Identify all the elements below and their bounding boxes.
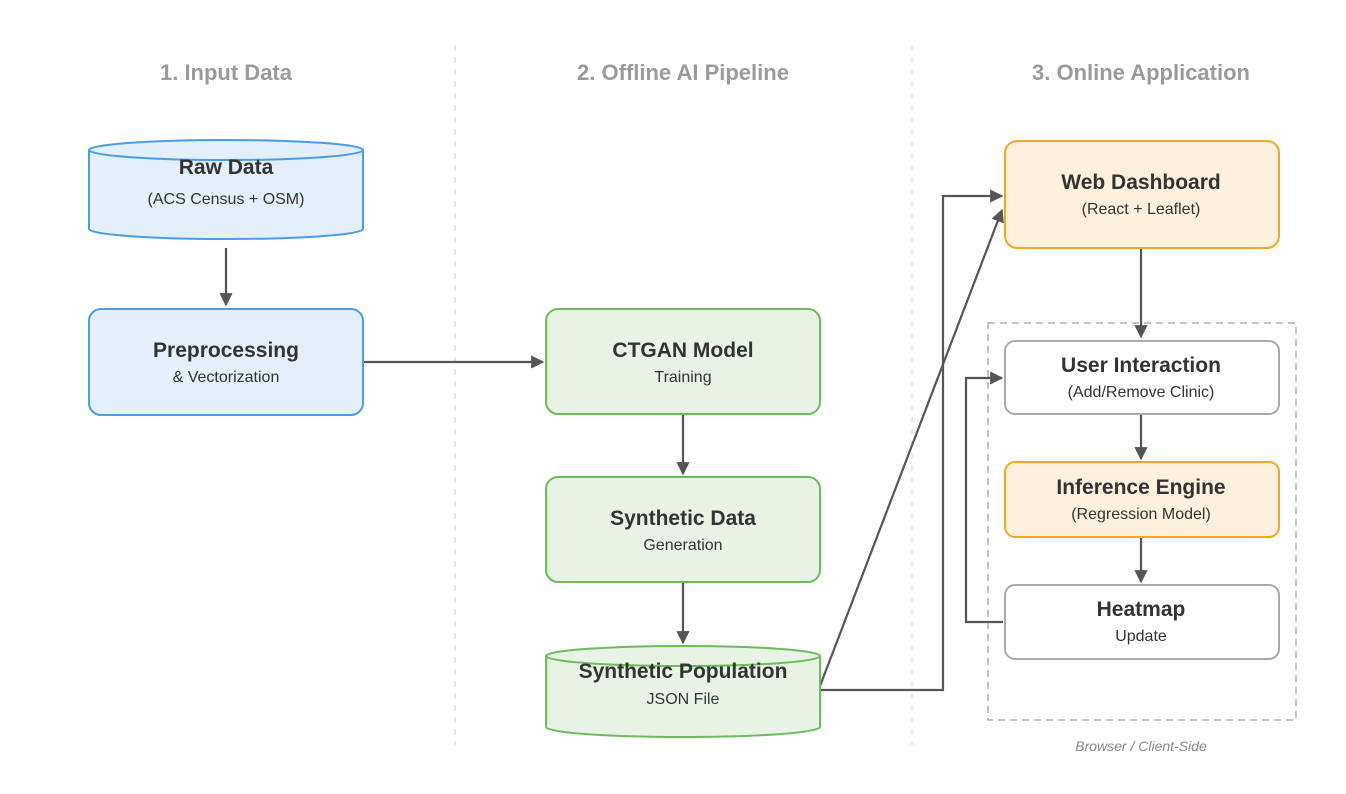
node-raw-data: Raw Data (ACS Census + OSM) xyxy=(88,139,364,240)
web-dashboard-box xyxy=(1004,140,1280,249)
synthetic-data-title: Synthetic Data xyxy=(610,507,756,530)
user-interaction-title: User Interaction xyxy=(1061,354,1221,377)
node-heatmap: Heatmap Update xyxy=(1004,584,1280,660)
raw-data-cylinder-body xyxy=(88,150,364,240)
raw-data-title: Raw Data xyxy=(179,156,274,179)
ctgan-subtitle: Training xyxy=(654,369,711,386)
node-user-interaction: User Interaction (Add/Remove Clinic) xyxy=(1004,340,1280,415)
node-preprocessing: Preprocessing & Vectorization xyxy=(88,308,364,416)
node-synthetic-population: Synthetic Population JSON File xyxy=(545,645,821,738)
preprocessing-title: Preprocessing xyxy=(153,339,299,362)
inference-engine-subtitle: (Regression Model) xyxy=(1071,506,1211,523)
synthetic-population-cylinder-body xyxy=(545,656,821,738)
raw-data-subtitle: (ACS Census + OSM) xyxy=(148,191,305,208)
synthetic-data-subtitle: Generation xyxy=(643,537,722,554)
node-inference-engine: Inference Engine (Regression Model) xyxy=(1004,461,1280,538)
web-dashboard-subtitle: (React + Leaflet) xyxy=(1082,201,1201,218)
user-interaction-box xyxy=(1004,340,1280,415)
raw-data-cylinder-top xyxy=(88,139,364,161)
edge-population-to-dashboard-elbow xyxy=(820,189,1004,692)
heatmap-box xyxy=(1004,584,1280,660)
preprocessing-subtitle: & Vectorization xyxy=(173,369,280,386)
column-title-online: 3. Online Application xyxy=(1032,60,1250,85)
client-side-region-label: Browser / Client-Side xyxy=(1075,738,1207,754)
edge-population-to-dashboard xyxy=(818,208,1004,687)
node-synthetic-data: Synthetic Data Generation xyxy=(545,476,821,583)
node-web-dashboard: Web Dashboard (React + Leaflet) xyxy=(1004,140,1280,249)
web-dashboard-title: Web Dashboard xyxy=(1061,171,1220,194)
inference-engine-box xyxy=(1004,461,1280,538)
synthetic-population-title: Synthetic Population xyxy=(579,660,788,683)
synthetic-population-subtitle: JSON File xyxy=(647,691,720,708)
synthetic-data-box xyxy=(545,476,821,583)
node-ctgan-model: CTGAN Model Training xyxy=(545,308,821,415)
ctgan-box xyxy=(545,308,821,415)
client-side-region xyxy=(987,322,1297,721)
edge-heatmap-feedback-loop xyxy=(964,371,1004,624)
user-interaction-subtitle: (Add/Remove Clinic) xyxy=(1068,384,1215,401)
preprocessing-box xyxy=(88,308,364,416)
heatmap-subtitle: Update xyxy=(1115,628,1167,645)
column-title-pipeline: 2. Offline AI Pipeline xyxy=(577,60,789,85)
inference-engine-title: Inference Engine xyxy=(1056,476,1225,499)
synthetic-population-cylinder-top xyxy=(545,645,821,667)
ctgan-title: CTGAN Model xyxy=(612,339,753,362)
column-title-input: 1. Input Data xyxy=(160,60,293,85)
heatmap-title: Heatmap xyxy=(1097,598,1186,621)
